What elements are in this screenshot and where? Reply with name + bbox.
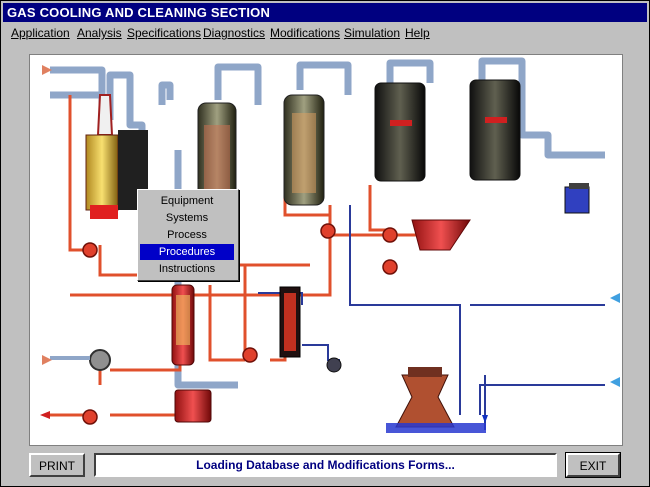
storage-tank xyxy=(174,389,212,423)
context-item-equipment[interactable]: Equipment xyxy=(160,195,214,207)
cooling-tower xyxy=(386,367,486,433)
settling-tank xyxy=(411,219,471,251)
pumps xyxy=(82,223,398,425)
scrubber-column-2 xyxy=(197,102,237,214)
status-bar: Loading Database and Modifications Forms… xyxy=(94,453,557,477)
context-item-procedures[interactable]: Procedures xyxy=(140,244,234,260)
menu-modifications[interactable]: Modifications xyxy=(270,26,341,40)
menu-simulation[interactable]: Simulation xyxy=(344,26,401,40)
context-menu: Equipment Systems Process Procedures Ins… xyxy=(137,189,239,281)
scrubber-column-3 xyxy=(283,94,325,206)
context-item-instructions[interactable]: Instructions xyxy=(158,263,216,275)
context-item-process[interactable]: Process xyxy=(167,229,207,241)
menu-analysis[interactable]: Analysis xyxy=(77,26,122,40)
menu-specifications[interactable]: Specifications xyxy=(127,26,202,40)
heat-exchanger xyxy=(279,286,301,358)
cooling-column-1 xyxy=(85,94,148,219)
condensate-pot xyxy=(564,183,590,214)
print-button[interactable]: PRINT xyxy=(29,453,85,477)
precipitator-5 xyxy=(469,79,521,181)
flow-arrows xyxy=(40,65,620,423)
acid-column xyxy=(171,284,195,366)
menu-diagnostics[interactable]: Diagnostics xyxy=(203,26,266,40)
window-title: GAS COOLING AND CLEANING SECTION xyxy=(3,3,647,22)
menu-application[interactable]: Application xyxy=(11,26,70,40)
water-pump xyxy=(326,357,342,373)
menu-help[interactable]: Help xyxy=(405,26,430,40)
blower xyxy=(50,349,111,371)
menu-bar: Application Analysis Specifications Diag… xyxy=(3,23,647,43)
gas-pipes xyxy=(50,57,605,389)
precipitator-4 xyxy=(374,82,426,182)
process-flow-svg xyxy=(40,57,620,433)
process-diagram[interactable] xyxy=(29,54,623,446)
water-lines xyxy=(258,205,605,430)
context-item-systems[interactable]: Systems xyxy=(165,212,209,224)
exit-button[interactable]: EXIT xyxy=(565,452,621,478)
